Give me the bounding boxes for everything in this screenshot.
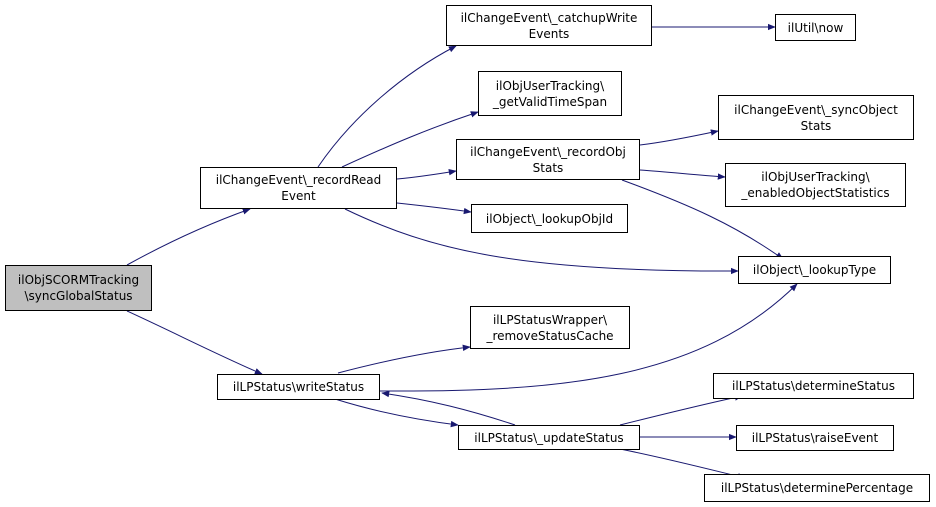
node-write-status[interactable]: ilLPStatus\writeStatus — [217, 374, 380, 400]
node-sync-global-status: ilObjSCORMTracking \syncGlobalStatus — [5, 265, 152, 311]
node-util-now[interactable]: ilUtil\now — [775, 14, 856, 41]
edge-record-read-to-lookup-type — [344, 208, 739, 275]
node-lookup-obj-id[interactable]: ilObject\_lookupObjId — [471, 204, 628, 233]
node-catchup-write-events[interactable]: ilChangeEvent\_catchupWrite Events — [446, 5, 652, 46]
node-remove-status-cache[interactable]: ilLPStatusWrapper\ _removeStatusCache — [470, 306, 630, 349]
node-update-status[interactable]: ilLPStatus\_updateStatus — [458, 425, 640, 450]
edge-sync-to-write-status — [126, 310, 263, 375]
node-record-obj-stats[interactable]: ilChangeEvent\_recordObj Stats — [456, 139, 640, 180]
edge-write-status-to-update-status — [334, 398, 459, 428]
edge-record-read-to-catchup — [317, 45, 457, 168]
edge-write-status-to-lookup-type — [379, 283, 798, 392]
edge-update-status-to-determine-status — [619, 394, 743, 426]
edge-record-read-to-valid-time — [341, 111, 479, 168]
edge-record-read-to-lookup-obj-id — [396, 202, 472, 215]
edge-write-status-to-remove-cache — [337, 344, 471, 374]
node-record-read-event[interactable]: ilChangeEvent\_recordRead Event — [200, 167, 397, 209]
edge-record-obj-to-sync-object — [639, 129, 719, 146]
node-lookup-type[interactable]: ilObject\_lookupType — [738, 256, 891, 284]
edge-sync-to-record-read — [126, 208, 251, 266]
node-determine-status[interactable]: ilLPStatus\determineStatus — [713, 373, 914, 399]
edge-record-obj-to-enabled-stats — [639, 169, 726, 180]
edge-update-status-to-write-status — [381, 390, 516, 426]
node-enabled-object-statistics[interactable]: ilObjUserTracking\ _enabledObjectStatist… — [725, 163, 906, 207]
edge-record-obj-to-lookup-type — [621, 179, 784, 260]
node-get-valid-time-span[interactable]: ilObjUserTracking\ _getValidTimeSpan — [478, 71, 622, 116]
edge-record-read-to-record-obj — [396, 169, 457, 180]
node-raise-event[interactable]: ilLPStatus\raiseEvent — [736, 425, 894, 451]
node-sync-object-stats[interactable]: ilChangeEvent\_syncObject Stats — [718, 95, 914, 140]
node-determine-percentage[interactable]: ilLPStatus\determinePercentage — [704, 474, 930, 502]
